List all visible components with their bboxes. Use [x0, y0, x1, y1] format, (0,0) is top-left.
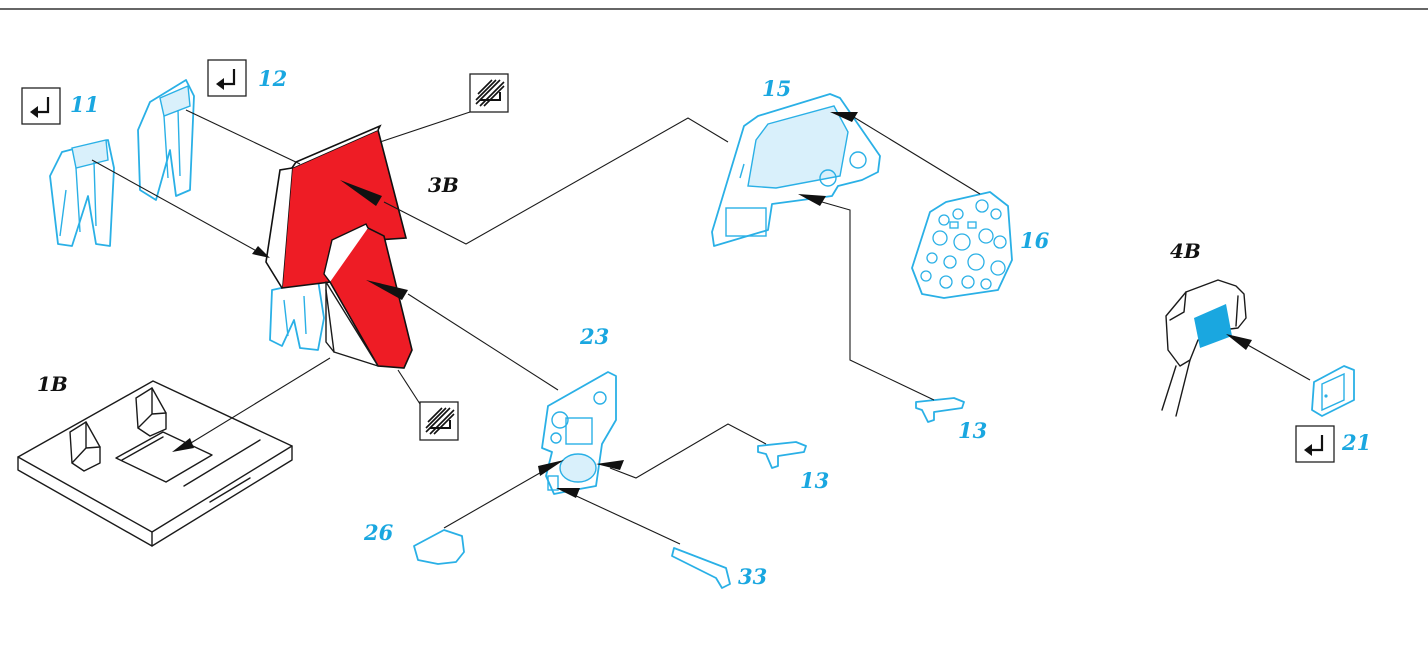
fold-icon-12 — [207, 59, 247, 97]
decal-part-21 — [1311, 365, 1355, 417]
stick-part-33 — [671, 547, 731, 589]
seat-part-11 — [49, 139, 115, 247]
part-number-12: 12 — [258, 66, 287, 91]
dial-plate-16 — [911, 191, 1013, 299]
assembly-label-4b: 4B — [1170, 239, 1201, 263]
part-number-21: 21 — [1341, 430, 1371, 455]
assembly-label-1b: 1B — [37, 372, 68, 396]
part-number-11: 11 — [70, 92, 99, 117]
part-number-13-upper: 13 — [958, 418, 987, 443]
texture-icon-top — [469, 73, 509, 113]
shield-part-26 — [413, 529, 465, 565]
base-floor-1b — [17, 380, 293, 547]
fold-icon-11 — [21, 87, 61, 125]
texture-icon-bottom — [419, 401, 459, 441]
seat-back-4b — [1161, 279, 1247, 417]
seat-lower-piece — [269, 279, 325, 351]
lever-part-13-upper — [915, 397, 965, 423]
seat-part-12 — [137, 79, 195, 201]
lever-part-13-lower — [757, 441, 807, 469]
instrument-panel-15 — [711, 93, 881, 247]
assembly-label-3b: 3B — [428, 173, 459, 197]
part-number-23: 23 — [579, 324, 609, 349]
part-number-26: 26 — [363, 520, 394, 545]
part-number-15: 15 — [762, 76, 791, 101]
bracket-plate-23 — [541, 371, 617, 495]
fold-icon-21 — [1295, 425, 1335, 463]
part-number-16: 16 — [1020, 228, 1050, 253]
mask-assembly-3b — [265, 124, 413, 369]
part-number-13-lower: 13 — [800, 468, 829, 493]
part-number-33: 33 — [738, 564, 767, 589]
